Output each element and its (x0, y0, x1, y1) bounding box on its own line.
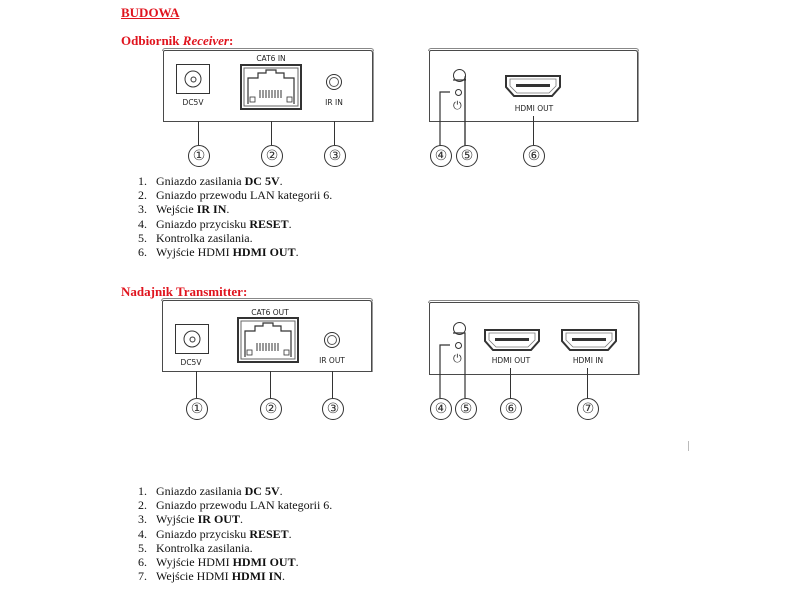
transmitter-rear-panel: ⏻ HDMI OUT HDMI IN (428, 300, 640, 375)
leader-lines-rear (439, 332, 466, 398)
dc-label: DC5V (180, 358, 202, 367)
transmitter-front-panel: DC5V CAT6 OUT IR OUT (161, 298, 373, 372)
callout-4: ④ (430, 145, 452, 167)
list-item: 7.Wejście HDMI HDMI IN. (138, 569, 286, 584)
callout-4: ④ (430, 398, 452, 420)
leader-line (196, 371, 198, 398)
rj45-label: CAT6 OUT (251, 308, 289, 317)
ir-label: IR IN (325, 98, 343, 107)
transmitter-heading: Nadajnik Transmitter: (121, 284, 248, 299)
hdmi-out-label: HDMI OUT (491, 356, 531, 365)
ir-jack-icon (324, 332, 340, 348)
leader-line (198, 121, 200, 145)
leader-lines-rear (439, 76, 466, 146)
ir-jack-icon (326, 74, 342, 90)
callout-6: ⑥ (500, 398, 522, 420)
dc-power-jack-icon (176, 64, 210, 94)
callout-3: ③ (322, 398, 344, 420)
callout-6: ⑥ (523, 145, 545, 167)
rj45-port-icon (237, 317, 299, 363)
leader-line (510, 368, 512, 398)
list-item: 4.Gniazdo przycisku RESET. (138, 526, 292, 541)
callout-5: ⑤ (455, 398, 477, 420)
list-item: 5.Kontrolka zasilania. (138, 230, 253, 245)
section-heading-budowa: BUDOWA (121, 5, 180, 20)
callout-7: ⑦ (577, 398, 599, 420)
power-led-icon (455, 342, 462, 349)
list-item: 3.Wyjście IR OUT. (138, 512, 243, 527)
receiver-title-colon: : (228, 33, 234, 48)
text-cursor-mark (688, 441, 689, 451)
hdmi-out-port-icon (484, 329, 540, 351)
reset-button-icon (453, 69, 466, 82)
hdmi-port-icon (505, 75, 561, 97)
leader-line (587, 368, 589, 398)
callout-5: ⑤ (456, 145, 478, 167)
rj45-label: CAT6 IN (256, 54, 286, 63)
list-item: 2.Gniazdo przewodu LAN kategorii 6. (138, 188, 333, 203)
list-item: 5.Kontrolka zasilania. (138, 540, 253, 555)
callout-2: ② (261, 145, 283, 167)
leader-line (533, 116, 535, 145)
list-item: 2.Gniazdo przewodu LAN kategorii 6. (138, 498, 333, 513)
callout-1: ① (188, 145, 210, 167)
receiver-title-pl: Odbiornik (121, 33, 183, 48)
ir-label: IR OUT (319, 356, 345, 365)
receiver-rear-panel: ⏻ HDMI OUT (428, 48, 639, 122)
list-item: 6.Wyjście HDMI HDMI OUT. (138, 555, 299, 570)
power-icon: ⏻ (453, 352, 462, 365)
list-item: 6.Wyjście HDMI HDMI OUT. (138, 245, 299, 260)
hdmi-in-label: HDMI IN (572, 356, 604, 365)
leader-line (270, 371, 272, 398)
callout-1: ① (186, 398, 208, 420)
transmitter-component-list: 1.Gniazdo zasilania DC 5V. 2.Gniazdo prz… (138, 484, 332, 583)
leader-line (334, 121, 336, 145)
reset-button-icon (453, 322, 466, 335)
list-item: 1.Gniazdo zasilania DC 5V. (138, 174, 283, 188)
receiver-heading: Odbiornik Receiver: (121, 33, 233, 49)
callout-3: ③ (324, 145, 346, 167)
list-item: 1.Gniazdo zasilania DC 5V. (138, 484, 283, 498)
power-led-icon (455, 89, 462, 96)
power-icon: ⏻ (453, 99, 462, 112)
list-item: 3.Wejście IR IN. (138, 202, 230, 217)
callout-2: ② (260, 398, 282, 420)
receiver-front-panel: DC5V CAT6 IN IR IN (162, 48, 374, 122)
dc-label: DC5V (182, 98, 204, 107)
hdmi-in-port-icon (561, 329, 617, 351)
leader-line (271, 121, 273, 145)
leader-line (332, 371, 334, 398)
receiver-component-list: 1.Gniazdo zasilania DC 5V. 2.Gniazdo prz… (138, 174, 332, 259)
hdmi-out-label: HDMI OUT (514, 104, 554, 113)
list-item: 4.Gniazdo przycisku RESET. (138, 216, 292, 231)
rj45-port-icon (240, 64, 302, 110)
dc-power-jack-icon (175, 324, 209, 354)
receiver-title-en: Receiver (182, 33, 229, 48)
